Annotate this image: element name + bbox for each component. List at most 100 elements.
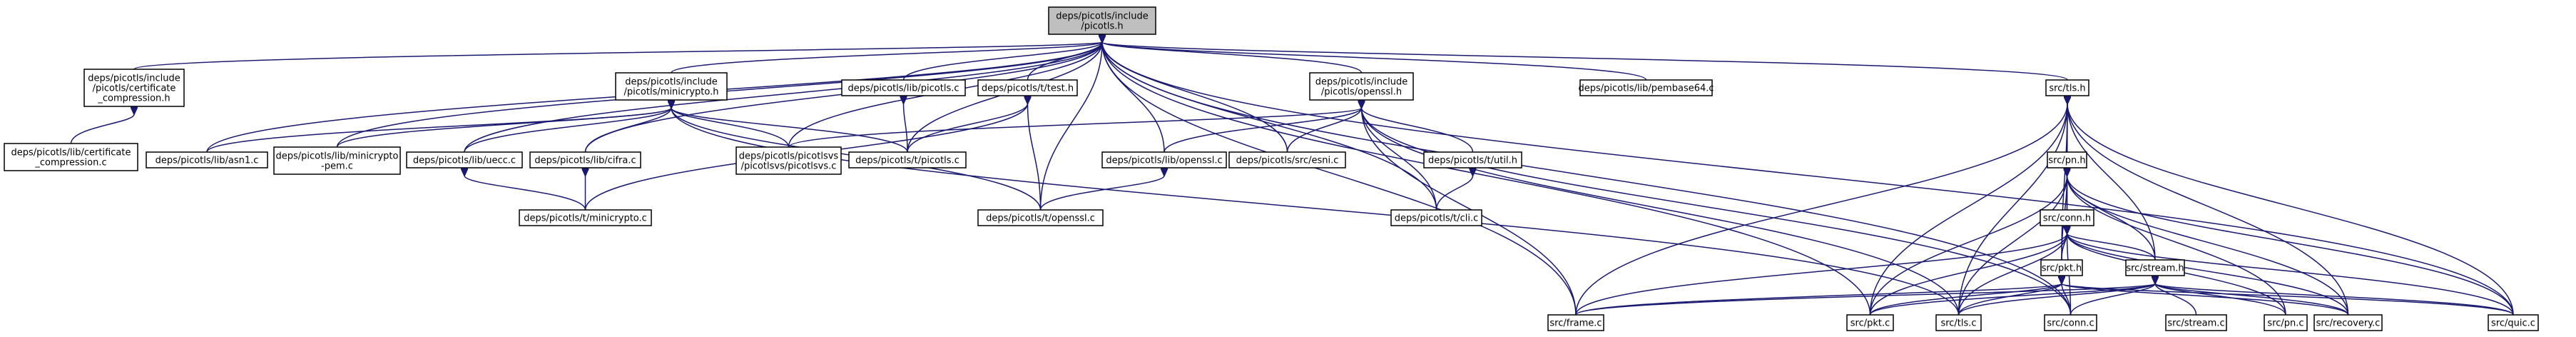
node-openssl-h[interactable]: deps/picotls/include/picotls/openssl.h xyxy=(1309,72,1414,101)
node-label-line: deps/picotls/lib/picotls.c xyxy=(847,84,959,94)
node-cert-comp-h[interactable]: deps/picotls/include/picotls/certificate… xyxy=(83,69,185,107)
node-util-h[interactable]: deps/picotls/t/util.h xyxy=(1423,151,1522,168)
edge-minicrypto-h-to-src-tls-c xyxy=(671,108,1960,316)
node-t-minicrypto-c[interactable]: deps/picotls/t/minicrypto.c xyxy=(519,209,652,226)
node-label-line: deps/picotls/t/test.h xyxy=(982,84,1074,94)
edge-src-tls-h-to-src-quic-c xyxy=(2067,104,2514,316)
node-box xyxy=(735,146,842,175)
node-test-h[interactable]: deps/picotls/t/test.h xyxy=(977,79,1078,96)
edge-minicrypto-h-to-picotlsvs-c xyxy=(671,108,790,148)
edge-src-conn-h-to-src-recovery-c xyxy=(2067,233,2349,316)
node-src-pkt-c[interactable]: src/pkt.c xyxy=(1846,314,1894,331)
node-label-line: deps/picotls/t/openssl.c xyxy=(986,213,1095,224)
node-src-frame-c[interactable]: src/frame.c xyxy=(1547,314,1604,331)
node-label-line: deps/picotls/lib/uecc.c xyxy=(413,156,516,166)
node-box xyxy=(2313,314,2383,331)
edge-picotls-h-to-t-openssl-c xyxy=(1039,42,1103,211)
node-minicrypto-h[interactable]: deps/picotls/include/picotls/minicrypto.… xyxy=(615,72,728,101)
edge-src-pkt-h-to-src-pkt-c xyxy=(1869,283,2062,316)
node-box xyxy=(615,72,728,101)
edge-src-stream-h-to-src-tls-c xyxy=(1958,283,2156,316)
node-cli-c[interactable]: deps/picotls/t/cli.c xyxy=(1390,209,1482,226)
node-label-line: src/pn.c xyxy=(2267,318,2303,329)
node-label-line: src/tls.h xyxy=(2049,84,2085,94)
node-label-line: src/conn.c xyxy=(2047,318,2094,329)
edge-src-conn-h-to-src-stream-h xyxy=(2067,233,2156,261)
edge-minicrypto-h-to-uecc-c xyxy=(464,108,671,153)
edge-src-pkt-h-to-src-conn-c xyxy=(2062,283,2072,316)
edge-src-pkt-h-to-src-frame-c xyxy=(1575,283,2062,316)
node-box xyxy=(2264,314,2308,331)
node-label-line: src/frame.c xyxy=(1549,318,1602,329)
edge-src-conn-h-to-src-tls-c xyxy=(1958,233,2067,316)
edge-src-pn-h-to-src-pn-c xyxy=(2067,176,2286,316)
node-label-line: deps/picotls/lib/openssl.c xyxy=(1106,156,1222,166)
node-box xyxy=(2165,314,2227,331)
node-box xyxy=(1390,209,1482,226)
node-box xyxy=(406,151,523,168)
node-label-line: _compression.h xyxy=(97,94,170,104)
edge-test-h-to-t-openssl-c xyxy=(1028,104,1042,211)
node-src-tls-h[interactable]: src/tls.h xyxy=(2045,79,2089,96)
node-lib-picotls-c[interactable]: deps/picotls/lib/picotls.c xyxy=(841,79,966,96)
edge-picotls-h-to-esni-c xyxy=(1102,42,1288,153)
node-label-line: src/pkt.c xyxy=(1850,318,1890,329)
edge-openssl-h-to-src-tls-c xyxy=(1362,108,1960,316)
edge-src-tls-h-to-src-frame-c xyxy=(1575,104,2067,316)
node-label-line: deps/picotls/src/esni.c xyxy=(1236,156,1339,166)
edge-openssl-h-to-util-h xyxy=(1362,108,1474,153)
edge-openssl-h-to-src-frame-c xyxy=(1362,108,1577,316)
edge-openssl-h-to-picotlsvs-c xyxy=(788,108,1362,148)
node-label-line: src/quic.c xyxy=(2491,318,2535,329)
node-t-picotls-c[interactable]: deps/picotls/t/picotls.c xyxy=(848,151,967,168)
node-picotls-h[interactable]: deps/picotls/include/picotls.h xyxy=(1048,6,1156,35)
node-src-stream-h[interactable]: src/stream.h xyxy=(2125,259,2185,276)
edge-src-pn-h-to-src-pkt-c xyxy=(1869,176,2067,316)
node-box xyxy=(146,151,268,168)
edge-src-stream-h-to-src-conn-c xyxy=(2070,283,2156,316)
edge-src-tls-h-to-src-tls-c xyxy=(1958,104,2068,316)
edge-src-pn-h-to-src-quic-c xyxy=(2067,176,2514,316)
node-box xyxy=(2040,259,2083,276)
edge-minicrypto-h-to-t-picotls-c xyxy=(671,108,908,153)
node-src-pn-c[interactable]: src/pn.c xyxy=(2264,314,2308,331)
node-label-line: src/stream.h xyxy=(2126,263,2184,274)
edge-src-tls-h-to-src-pkt-c xyxy=(1869,104,2068,316)
node-label-line: deps/picotls/t/util.h xyxy=(1428,156,1517,166)
edge-picotls-h-to-src-frame-c xyxy=(1102,42,1577,316)
edge-minicrypto-h-to-asn1-c xyxy=(206,108,671,153)
node-box xyxy=(1228,151,1346,168)
node-src-pkt-h[interactable]: src/pkt.h xyxy=(2040,259,2083,276)
node-src-conn-h[interactable]: src/conn.h xyxy=(2040,209,2094,226)
edge-src-stream-h-to-src-quic-c xyxy=(2155,283,2514,316)
node-box xyxy=(1048,6,1156,35)
node-lib-openssl-c[interactable]: deps/picotls/lib/openssl.c xyxy=(1101,151,1227,168)
node-box xyxy=(2045,79,2089,96)
node-label-line: /picotlsvs/picotlsvs.c xyxy=(741,161,837,172)
node-label-line: deps/picotls/lib/asn1.c xyxy=(156,156,259,166)
node-src-conn-c[interactable]: src/conn.c xyxy=(2044,314,2097,331)
node-src-stream-c[interactable]: src/stream.c xyxy=(2165,314,2227,331)
node-box xyxy=(1547,314,1604,331)
node-box xyxy=(4,143,138,171)
edge-picotls-h-to-minicrypto-h xyxy=(671,42,1102,74)
node-cifra-c[interactable]: deps/picotls/lib/cifra.c xyxy=(529,151,641,168)
node-picotlsvs-c[interactable]: deps/picotls/picotlsvs/picotlsvs/picotls… xyxy=(735,146,842,175)
node-box xyxy=(977,79,1078,96)
node-src-tls-c[interactable]: src/tls.c xyxy=(1935,314,1982,331)
node-label-line: /picotls/minicrypto.h xyxy=(624,87,719,98)
edge-lib-openssl-c-to-t-openssl-c xyxy=(1039,176,1165,211)
node-cert-comp-c[interactable]: deps/picotls/lib/certificate_compression… xyxy=(4,143,138,171)
node-t-openssl-c[interactable]: deps/picotls/t/openssl.c xyxy=(977,209,1104,226)
node-src-quic-c[interactable]: src/quic.c xyxy=(2488,314,2539,331)
node-minicrypto-pem-c[interactable]: deps/picotls/lib/minicrypto-pem.c xyxy=(273,146,401,175)
node-pembase64-c[interactable]: deps/picotls/lib/pembase64.c xyxy=(1578,79,1714,96)
node-asn1-c[interactable]: deps/picotls/lib/asn1.c xyxy=(146,151,268,168)
node-label-line: deps/picotls/lib/certificate xyxy=(11,148,131,159)
node-esni-c[interactable]: deps/picotls/src/esni.c xyxy=(1228,151,1346,168)
node-src-recovery-c[interactable]: src/recovery.c xyxy=(2313,314,2383,331)
node-uecc-c[interactable]: deps/picotls/lib/uecc.c xyxy=(406,151,523,168)
edge-picotls-h-to-src-conn-c xyxy=(1102,42,2072,316)
node-box xyxy=(1579,79,1713,96)
node-src-pn-h[interactable]: src/pn.h xyxy=(2047,151,2087,168)
